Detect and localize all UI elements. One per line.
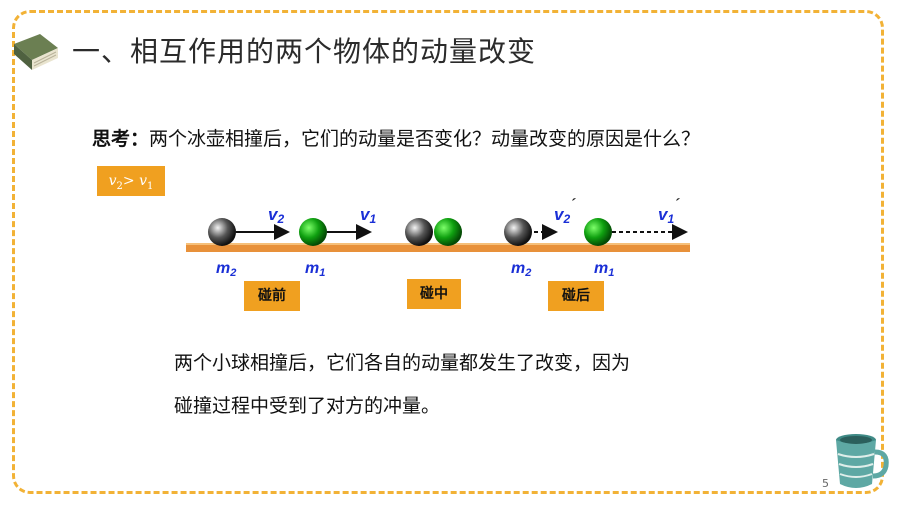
stage-before-badge: 碰前 — [244, 281, 300, 311]
stage-after-badge: 碰后 — [548, 281, 604, 311]
ball-m2-after — [504, 218, 532, 246]
page-number: 5 — [822, 477, 829, 490]
collision-diagram: v2 v1 v2´ v1´ m2 m1 m2 m1 — [186, 196, 690, 279]
cup-icon — [836, 434, 889, 488]
question-text: 思考：两个冰壶相撞后，它们的动量是否变化？动量改变的原因是什么？ — [92, 124, 700, 151]
ball-m2-during — [405, 218, 433, 246]
question-body: 两个冰壶相撞后，它们的动量是否变化？动量改变的原因是什么？ — [149, 128, 701, 150]
label-m2-before: m2 — [216, 260, 236, 279]
ball-m1-after — [584, 218, 612, 246]
label-v1-before: v1 — [360, 205, 376, 226]
label-m1-after: m1 — [594, 260, 614, 279]
label-v1-after: v1´ — [658, 196, 680, 226]
page-title: 一、相互作用的两个物体的动量改变 — [72, 35, 537, 68]
book-icon — [14, 34, 58, 70]
stage-during-badge: 碰中 — [407, 279, 461, 309]
ball-m2-before — [208, 218, 236, 246]
label-v2-before: v2 — [268, 205, 284, 226]
ball-m1-before — [299, 218, 327, 246]
condition-badge: v2> v1 — [97, 166, 165, 196]
label-v2-after: v2´ — [554, 196, 576, 226]
ball-m1-during — [434, 218, 462, 246]
slide-frame — [12, 10, 884, 494]
conclusion-text: 两个小球相撞后，它们各自的动量都发生了改变，因为 碰撞过程中受到了对方的冲量。 — [174, 342, 734, 428]
label-m1-before: m1 — [305, 260, 325, 279]
question-label: 思考： — [92, 128, 150, 150]
label-m2-after: m2 — [511, 260, 531, 279]
conclusion-line-1: 两个小球相撞后，它们各自的动量都发生了改变，因为 — [174, 352, 631, 374]
ground-surface — [186, 245, 690, 252]
conclusion-line-2: 碰撞过程中受到了对方的冲量。 — [174, 395, 441, 417]
